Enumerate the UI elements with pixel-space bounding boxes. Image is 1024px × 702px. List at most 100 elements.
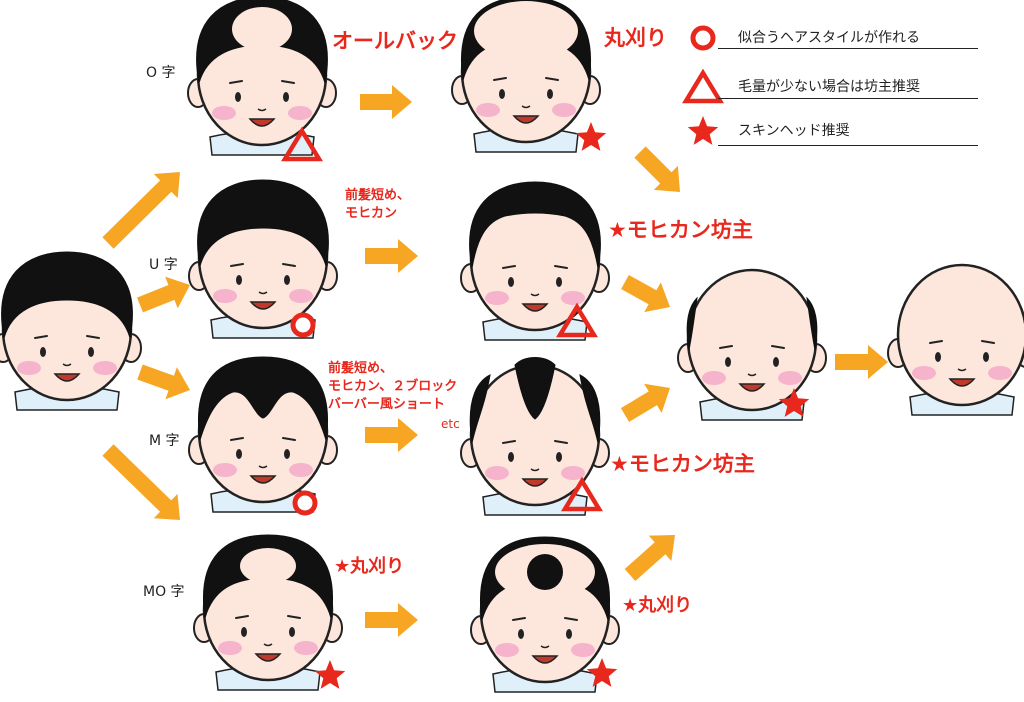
label-u-suggest: 前髪短め、 モヒカン [345, 188, 411, 221]
eye [566, 629, 572, 639]
face-fully-bald [887, 263, 1024, 416]
mouth [254, 653, 282, 662]
triangle-marker-icon [561, 476, 603, 512]
label-o-shave: 丸刈り [604, 26, 667, 50]
eye [773, 357, 779, 367]
legend-triangle-text: 毛量が少ない場合は坊主推奨 [738, 79, 920, 95]
legend-divider [718, 48, 978, 49]
nose [257, 108, 267, 112]
hair [469, 181, 601, 269]
mouth [53, 373, 81, 382]
eyebrow [554, 440, 568, 444]
eye [236, 449, 242, 459]
cheek [294, 641, 318, 655]
eye [556, 277, 562, 287]
face-m-advanced [460, 357, 610, 516]
flow-arrow [365, 418, 418, 452]
circle-marker-icon [290, 312, 316, 338]
eyebrow [281, 80, 295, 84]
cheek [213, 463, 237, 477]
cheek [571, 643, 595, 657]
legend-divider [718, 145, 978, 146]
label-mo-shave1: ★丸刈り [334, 556, 405, 577]
eye [499, 89, 505, 99]
star-marker-icon [778, 388, 810, 417]
type-label-m: M 字 [149, 433, 180, 449]
label-m-etc: etc [441, 417, 460, 431]
nose [747, 373, 757, 377]
hair [198, 356, 328, 441]
mouth [948, 378, 976, 387]
face-mo-type [193, 534, 343, 691]
flow-arrow [620, 383, 670, 422]
mouth [521, 478, 549, 487]
label-u-mohawk: ★モヒカン坊主 [608, 218, 753, 242]
face-mo-advanced [470, 536, 620, 693]
cheek [778, 371, 802, 385]
cheek [93, 361, 117, 375]
star-marker-icon [575, 122, 607, 151]
eye [284, 449, 290, 459]
face-o-type [187, 0, 337, 156]
eyebrow [493, 77, 507, 81]
face-u-advanced [460, 181, 610, 341]
bald-spot [240, 548, 296, 584]
eye [283, 92, 289, 102]
mouth [249, 301, 277, 310]
cheek [212, 106, 236, 120]
eyebrow [235, 615, 249, 619]
eyebrow [564, 617, 578, 621]
hair-tuft [527, 554, 563, 590]
eyebrow [545, 77, 559, 81]
face-start [0, 251, 142, 411]
mouth [531, 655, 559, 664]
eye [556, 452, 562, 462]
nose [263, 643, 273, 647]
mouth [738, 383, 766, 392]
nose [62, 363, 72, 367]
eyebrow [981, 340, 995, 344]
bald-spot [232, 7, 292, 51]
flow-arrow [365, 239, 418, 273]
mouth [249, 475, 277, 484]
cheek [912, 366, 936, 380]
flow-arrow [137, 276, 190, 313]
cheek [561, 466, 585, 480]
nose [258, 291, 268, 295]
cheek [289, 463, 313, 477]
cheek [288, 106, 312, 120]
nose [258, 465, 268, 469]
nose [521, 105, 531, 109]
nose [957, 368, 967, 372]
flow-arrow [634, 146, 680, 192]
mouth [521, 303, 549, 312]
eye [88, 347, 94, 357]
eye [241, 627, 247, 637]
cheek [495, 643, 519, 657]
eyebrow [230, 263, 244, 267]
type-label-mo: MO 字 [143, 584, 185, 600]
eyebrow [929, 340, 943, 344]
nose [540, 645, 550, 649]
label-mo-shave2: ★丸刈り [622, 595, 693, 616]
cheek [485, 466, 509, 480]
eyebrow [554, 265, 568, 269]
star-marker-icon [314, 660, 346, 689]
triangle-marker-icon [682, 68, 724, 104]
legend-divider [718, 98, 978, 99]
bald-spot [474, 1, 578, 61]
flow-arrow [102, 172, 180, 249]
eye [289, 627, 295, 637]
label-all-back: オールバック [332, 29, 458, 53]
eyebrow [719, 345, 733, 349]
cheek [289, 289, 313, 303]
flow-arrow [365, 603, 418, 637]
cheek [17, 361, 41, 375]
nose [530, 468, 540, 472]
cheek [988, 366, 1012, 380]
eyebrow [287, 615, 301, 619]
hair [1, 251, 133, 339]
eyebrow [282, 437, 296, 441]
